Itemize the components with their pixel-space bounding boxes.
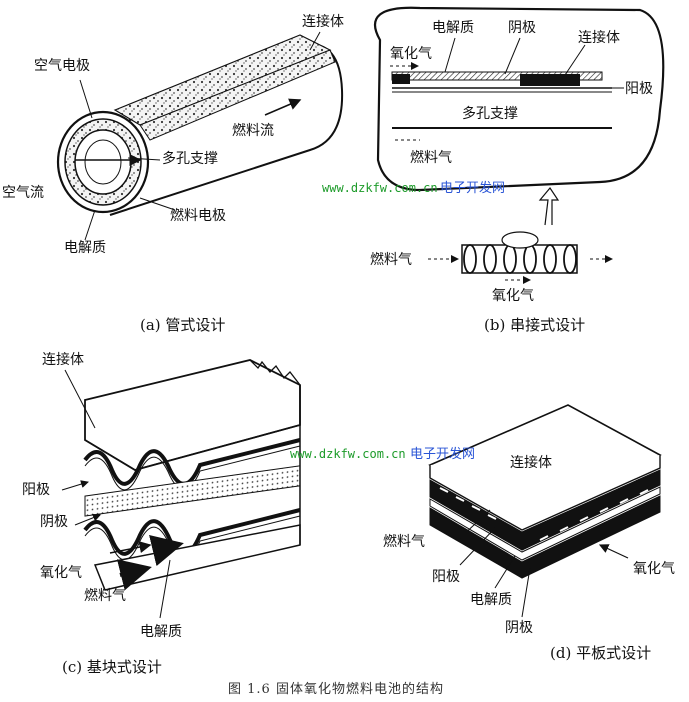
label-b-connector: 连接体 <box>578 29 620 46</box>
leader-c-connector <box>64 369 96 429</box>
bottom-plate <box>93 524 301 591</box>
fuel-flow-arrow <box>264 98 302 116</box>
oxidant-arrow-c <box>109 541 152 554</box>
block-top-edge <box>84 424 301 471</box>
plate-thin-layer <box>429 486 661 561</box>
tube-bore <box>84 139 122 185</box>
leader-c-anode <box>61 480 89 491</box>
series-highlight <box>501 231 539 249</box>
label-b-porous-support: 多孔支撑 <box>462 105 518 122</box>
plate-bottom-grooves <box>429 495 661 579</box>
label-a-porous-support: 多孔支撑 <box>162 150 218 167</box>
series-ring <box>563 244 577 274</box>
caption-d: (d) 平板式设计 <box>550 644 651 662</box>
label-d-oxidant: 氧化气 <box>633 561 675 577</box>
leader-b-connector <box>564 44 586 76</box>
label-b-fuel-inside: 燃料气 <box>410 149 452 166</box>
leader-a-fuel-electrode <box>139 197 176 211</box>
tube-top-band <box>139 49 336 141</box>
caption-a: (a) 管式设计 <box>140 316 225 334</box>
leader-a-porous <box>127 157 161 161</box>
series-ring <box>523 244 537 274</box>
label-d-electrolyte: 电解质 <box>470 592 512 608</box>
label-a-air-electrode: 空气电极 <box>34 58 90 74</box>
label-d-cathode: 阴极 <box>505 620 533 636</box>
figure-caption: 图 1.6 固体氧化物燃料电池的结构 <box>228 681 444 697</box>
label-b-cathode: 阴极 <box>508 20 536 36</box>
leader-c-electrolyte <box>159 559 171 619</box>
label-c-anode: 阳极 <box>22 482 50 498</box>
panel-b-series: 电解质 阴极 连接体 氧化气 阳极 多孔支撑 燃料气 燃料气 氧化气 (b) 串… <box>370 6 665 334</box>
leader-d-cathode <box>521 567 531 618</box>
watermark-site-1: 电子开发网 <box>440 180 505 196</box>
leader-d-anode <box>459 527 496 566</box>
plate-grooved-layer <box>429 469 661 551</box>
label-c-electrolyte: 电解质 <box>140 624 182 640</box>
label-d-connector: 连接体 <box>510 454 552 471</box>
torn-edge <box>249 359 301 386</box>
panel-c-monolithic: 连接体 阳极 阴极 氧化气 燃料气 电解质 (c) 基块式设计 <box>22 351 301 676</box>
middle-plate <box>84 465 301 517</box>
block-top-face <box>84 359 301 471</box>
label-d-anode: 阳极 <box>432 569 460 585</box>
watermark-site-2: 电子开发网 <box>410 446 475 462</box>
caption-b: (b) 串接式设计 <box>484 316 585 334</box>
series-ring <box>483 244 497 274</box>
magnifier-bubble <box>374 6 665 192</box>
label-c-fuel: 燃料气 <box>84 587 126 604</box>
caption-c: (c) 基块式设计 <box>62 658 162 676</box>
series-ring <box>543 244 557 274</box>
plate-top-edge <box>429 455 661 531</box>
series-ring <box>503 244 517 274</box>
series-tube <box>461 231 578 274</box>
panel-d-planar: 连接体 燃料气 阳极 电解质 阴极 氧化气 (d) 平板式设计 <box>383 404 675 662</box>
leader-a-electrolyte <box>84 209 96 241</box>
series-tube-body <box>461 244 578 274</box>
watermark-url-1: www.dzkfw.com.cn <box>322 181 438 195</box>
fuel-arrow-c2 <box>149 534 184 567</box>
oxidant-arrow-d <box>598 544 629 559</box>
label-c-cathode: 阴极 <box>40 514 68 530</box>
label-b-anode: 阳极 <box>625 81 653 97</box>
leader-d-fuel <box>459 509 491 539</box>
bubble-pointer <box>538 186 560 226</box>
leader-d-electrolyte <box>494 555 516 589</box>
label-c-connector: 连接体 <box>42 351 84 368</box>
layer-cathode-dark <box>392 74 410 84</box>
label-a-fuel-electrode: 燃料电极 <box>170 207 226 224</box>
leader-a-connector <box>309 31 321 51</box>
leader-a-air-electrode <box>79 79 93 119</box>
label-a-connector: 连接体 <box>302 13 344 30</box>
label-c-oxidant: 氧化气 <box>40 565 82 581</box>
label-a-fuel-flow: 燃料流 <box>232 122 274 139</box>
series-ring <box>463 244 477 274</box>
panel-a-tubular: 连接体 空气电极 燃料流 多孔支撑 空气流 燃料电极 电解质 (a) 管式设计 <box>2 13 344 334</box>
watermark-url-2: www.dzkfw.com.cn <box>290 447 406 461</box>
label-d-fuel: 燃料气 <box>383 533 425 550</box>
leader-b-cathode <box>504 37 521 75</box>
label-a-air-flow: 空气流 <box>2 185 44 201</box>
label-b-oxidant-gas: 氧化气 <box>492 288 534 304</box>
layer-connector-dark <box>520 74 580 86</box>
leader-b-electrolyte <box>444 37 456 73</box>
label-b-fuel-gas: 燃料气 <box>370 251 412 268</box>
label-a-electrolyte: 电解质 <box>64 240 106 256</box>
label-b-oxidant-top: 氧化气 <box>390 46 432 62</box>
groove-marks <box>439 487 649 541</box>
fuel-arrow-c <box>116 559 152 591</box>
leader-c-cathode <box>74 513 101 526</box>
label-b-electrolyte: 电解质 <box>432 20 474 36</box>
